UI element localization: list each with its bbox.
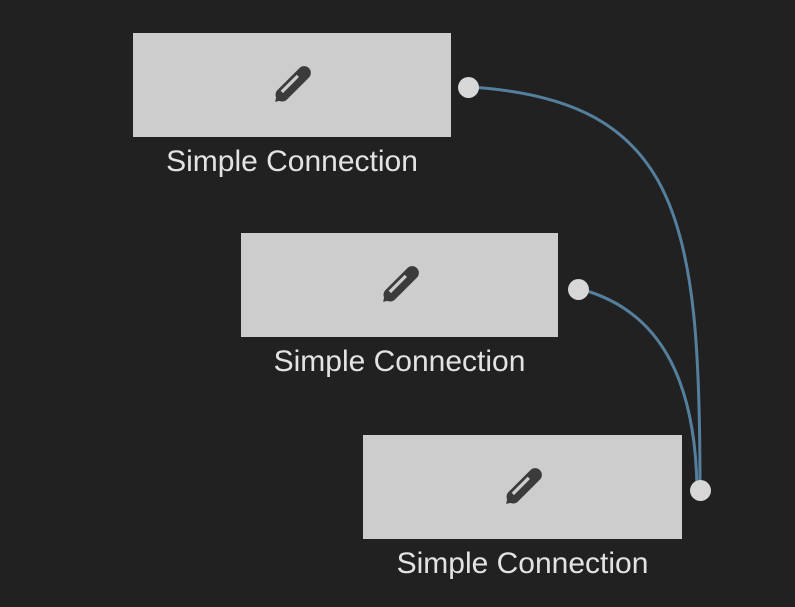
node-3-output-port[interactable] [690, 480, 711, 501]
node-2-label: Simple Connection [273, 345, 526, 378]
node-1-output-port[interactable] [458, 77, 479, 98]
node-2[interactable] [241, 233, 558, 337]
connection-node-2-to-node-3[interactable] [579, 287, 699, 488]
pencil-icon [505, 468, 542, 504]
pencil-icon [275, 66, 311, 102]
node-2-output-port[interactable] [568, 279, 589, 300]
node-3[interactable] [363, 435, 682, 539]
node-1-label: Simple Connection [166, 145, 418, 178]
connection-node-1-to-node-3[interactable] [469, 85, 702, 488]
node-3-label: Simple Connection [396, 547, 649, 580]
node-1[interactable] [133, 33, 451, 137]
pencil-icon [382, 266, 419, 302]
